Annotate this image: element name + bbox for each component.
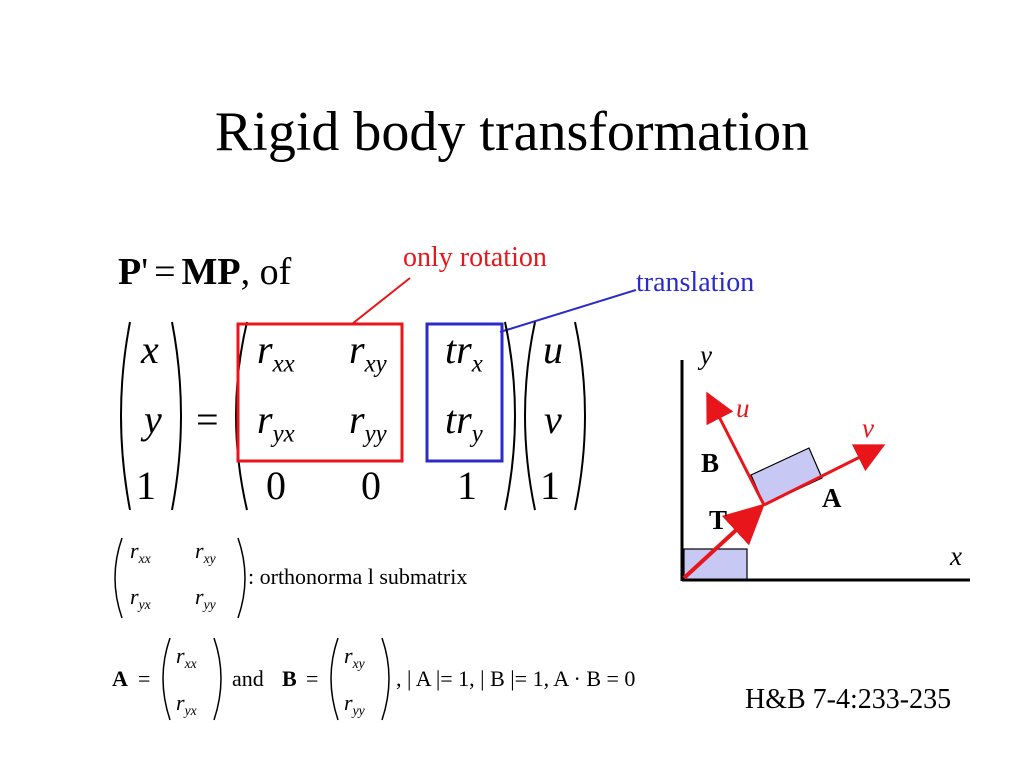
cond-a-r-yx: ryx xyxy=(176,690,197,718)
left-vector-close-paren xyxy=(171,321,182,511)
cond-a-r-xx: rxx xyxy=(176,643,197,671)
right-vector-v: v xyxy=(544,397,562,442)
sub-r-yy: ryy xyxy=(195,584,216,612)
rotation-leader-line xyxy=(351,277,411,325)
cell-tr-y: try xyxy=(445,397,483,448)
eq-prime: ' xyxy=(141,251,149,293)
diagram-u-label: u xyxy=(736,393,750,423)
b-vector-open-paren xyxy=(330,637,339,721)
cell-0-1: 0 xyxy=(361,463,381,508)
submatrix-close-paren xyxy=(237,537,246,619)
eq-P-bold: P xyxy=(118,251,142,293)
left-vector-1: 1 xyxy=(136,463,156,508)
diagram-T-label: T xyxy=(709,505,728,535)
rotation-label: only rotation xyxy=(403,242,547,273)
transformed-box xyxy=(750,447,823,506)
right-vector-close-paren xyxy=(574,321,586,511)
submatrix-caption: : orthonorma l submatrix xyxy=(248,564,468,589)
slide-title: Rigid body transformation xyxy=(214,101,810,163)
matrix-equals: = xyxy=(196,397,219,442)
cell-r-yy: ryy xyxy=(349,397,387,448)
left-vector-open-paren xyxy=(120,321,131,511)
diagram-axis-x-label: x xyxy=(950,541,962,571)
a-vector-close-paren xyxy=(213,637,222,721)
left-vector-y: y xyxy=(144,397,162,442)
right-vector-open-paren xyxy=(524,321,536,511)
v-arrow xyxy=(763,444,886,507)
cell-r-yx: ryx xyxy=(257,397,295,448)
cond-b-r-xy: rxy xyxy=(344,643,365,671)
diagram-axis-y-label: y xyxy=(700,340,712,370)
right-vector-1: 1 xyxy=(540,463,560,508)
rotation-box xyxy=(236,322,404,463)
reference-text: H&B 7-4:233-235 xyxy=(745,684,952,715)
cell-1-2: 1 xyxy=(457,463,477,508)
b-vector-close-paren xyxy=(381,637,390,721)
sub-r-yx: ryx xyxy=(130,584,151,612)
cond-and: and xyxy=(232,666,264,691)
origin-box xyxy=(683,548,748,581)
t-arrow xyxy=(682,503,765,580)
eq-MP-bold: MP xyxy=(181,251,241,293)
submatrix-open-paren xyxy=(114,537,123,619)
matrix-open-paren xyxy=(235,321,248,511)
cond-A: A xyxy=(112,666,128,691)
eq-of: , of xyxy=(240,251,292,293)
cell-r-xy: rxy xyxy=(349,327,387,378)
cond-B: B xyxy=(282,666,297,691)
translation-label: translation xyxy=(636,267,755,298)
sub-r-xy: rxy xyxy=(195,538,216,566)
cond-b-r-yy: ryy xyxy=(344,690,365,718)
diagram-B-label: B xyxy=(701,448,720,478)
right-vector-u: u xyxy=(543,327,563,372)
translation-box xyxy=(425,322,504,463)
eq-equals: = xyxy=(154,251,176,293)
diagram-v-label: v xyxy=(862,413,874,443)
cond-eq-1: = xyxy=(138,666,151,691)
diagram-A-label: A xyxy=(822,483,842,513)
a-vector-open-paren xyxy=(162,637,171,721)
cond-tail: , | A |= 1, | B |= 1, A · B = 0 xyxy=(396,666,636,691)
sub-r-xx: rxx xyxy=(130,538,151,566)
matrix-close-paren xyxy=(504,321,516,511)
cond-eq-2: = xyxy=(306,666,319,691)
cell-r-xx: rxx xyxy=(257,327,295,378)
u-arrow xyxy=(706,391,766,506)
main-equation: P'=MP, of xyxy=(118,250,291,294)
cell-tr-x: trx xyxy=(445,327,483,378)
cell-0-0: 0 xyxy=(266,463,286,508)
translation-leader-line xyxy=(499,289,637,333)
frame-diagram xyxy=(680,360,970,582)
left-vector-x: x xyxy=(141,327,159,372)
